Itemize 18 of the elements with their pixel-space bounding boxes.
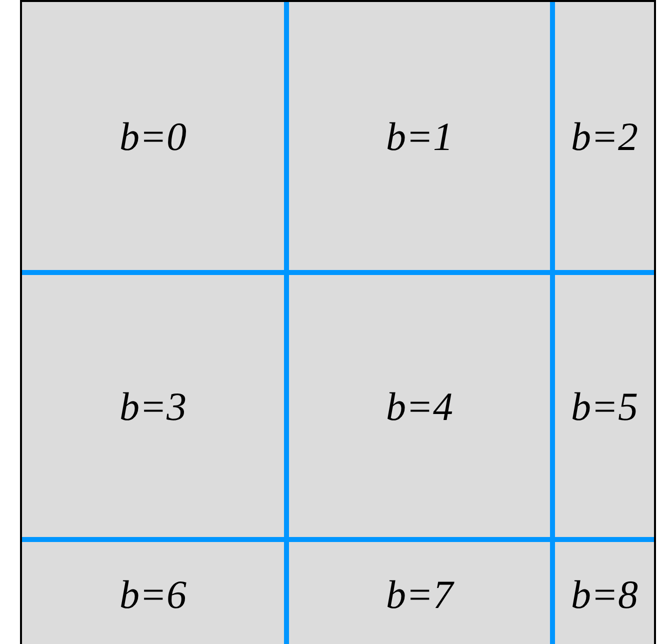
grid-cell: [289, 275, 550, 537]
grid-cell: [555, 2, 654, 270]
grid-cell: [22, 2, 284, 270]
cell-label: b=4: [386, 382, 453, 430]
cell-label: b=2: [571, 112, 638, 160]
cell-label: b=6: [120, 570, 186, 618]
grid-cell: [555, 275, 654, 537]
grid-cell: [289, 542, 550, 644]
cell-label: b=5: [571, 382, 638, 430]
grid-cell: [289, 2, 550, 270]
grid-cell: [22, 542, 284, 644]
cell-label: b=0: [120, 112, 186, 160]
grid-cell: [555, 542, 654, 644]
cell-label: b=1: [386, 112, 453, 160]
cell-label: b=7: [386, 570, 453, 618]
cell-label: b=3: [120, 382, 186, 430]
grid-cell: [22, 275, 284, 537]
cell-label: b=8: [571, 570, 638, 618]
